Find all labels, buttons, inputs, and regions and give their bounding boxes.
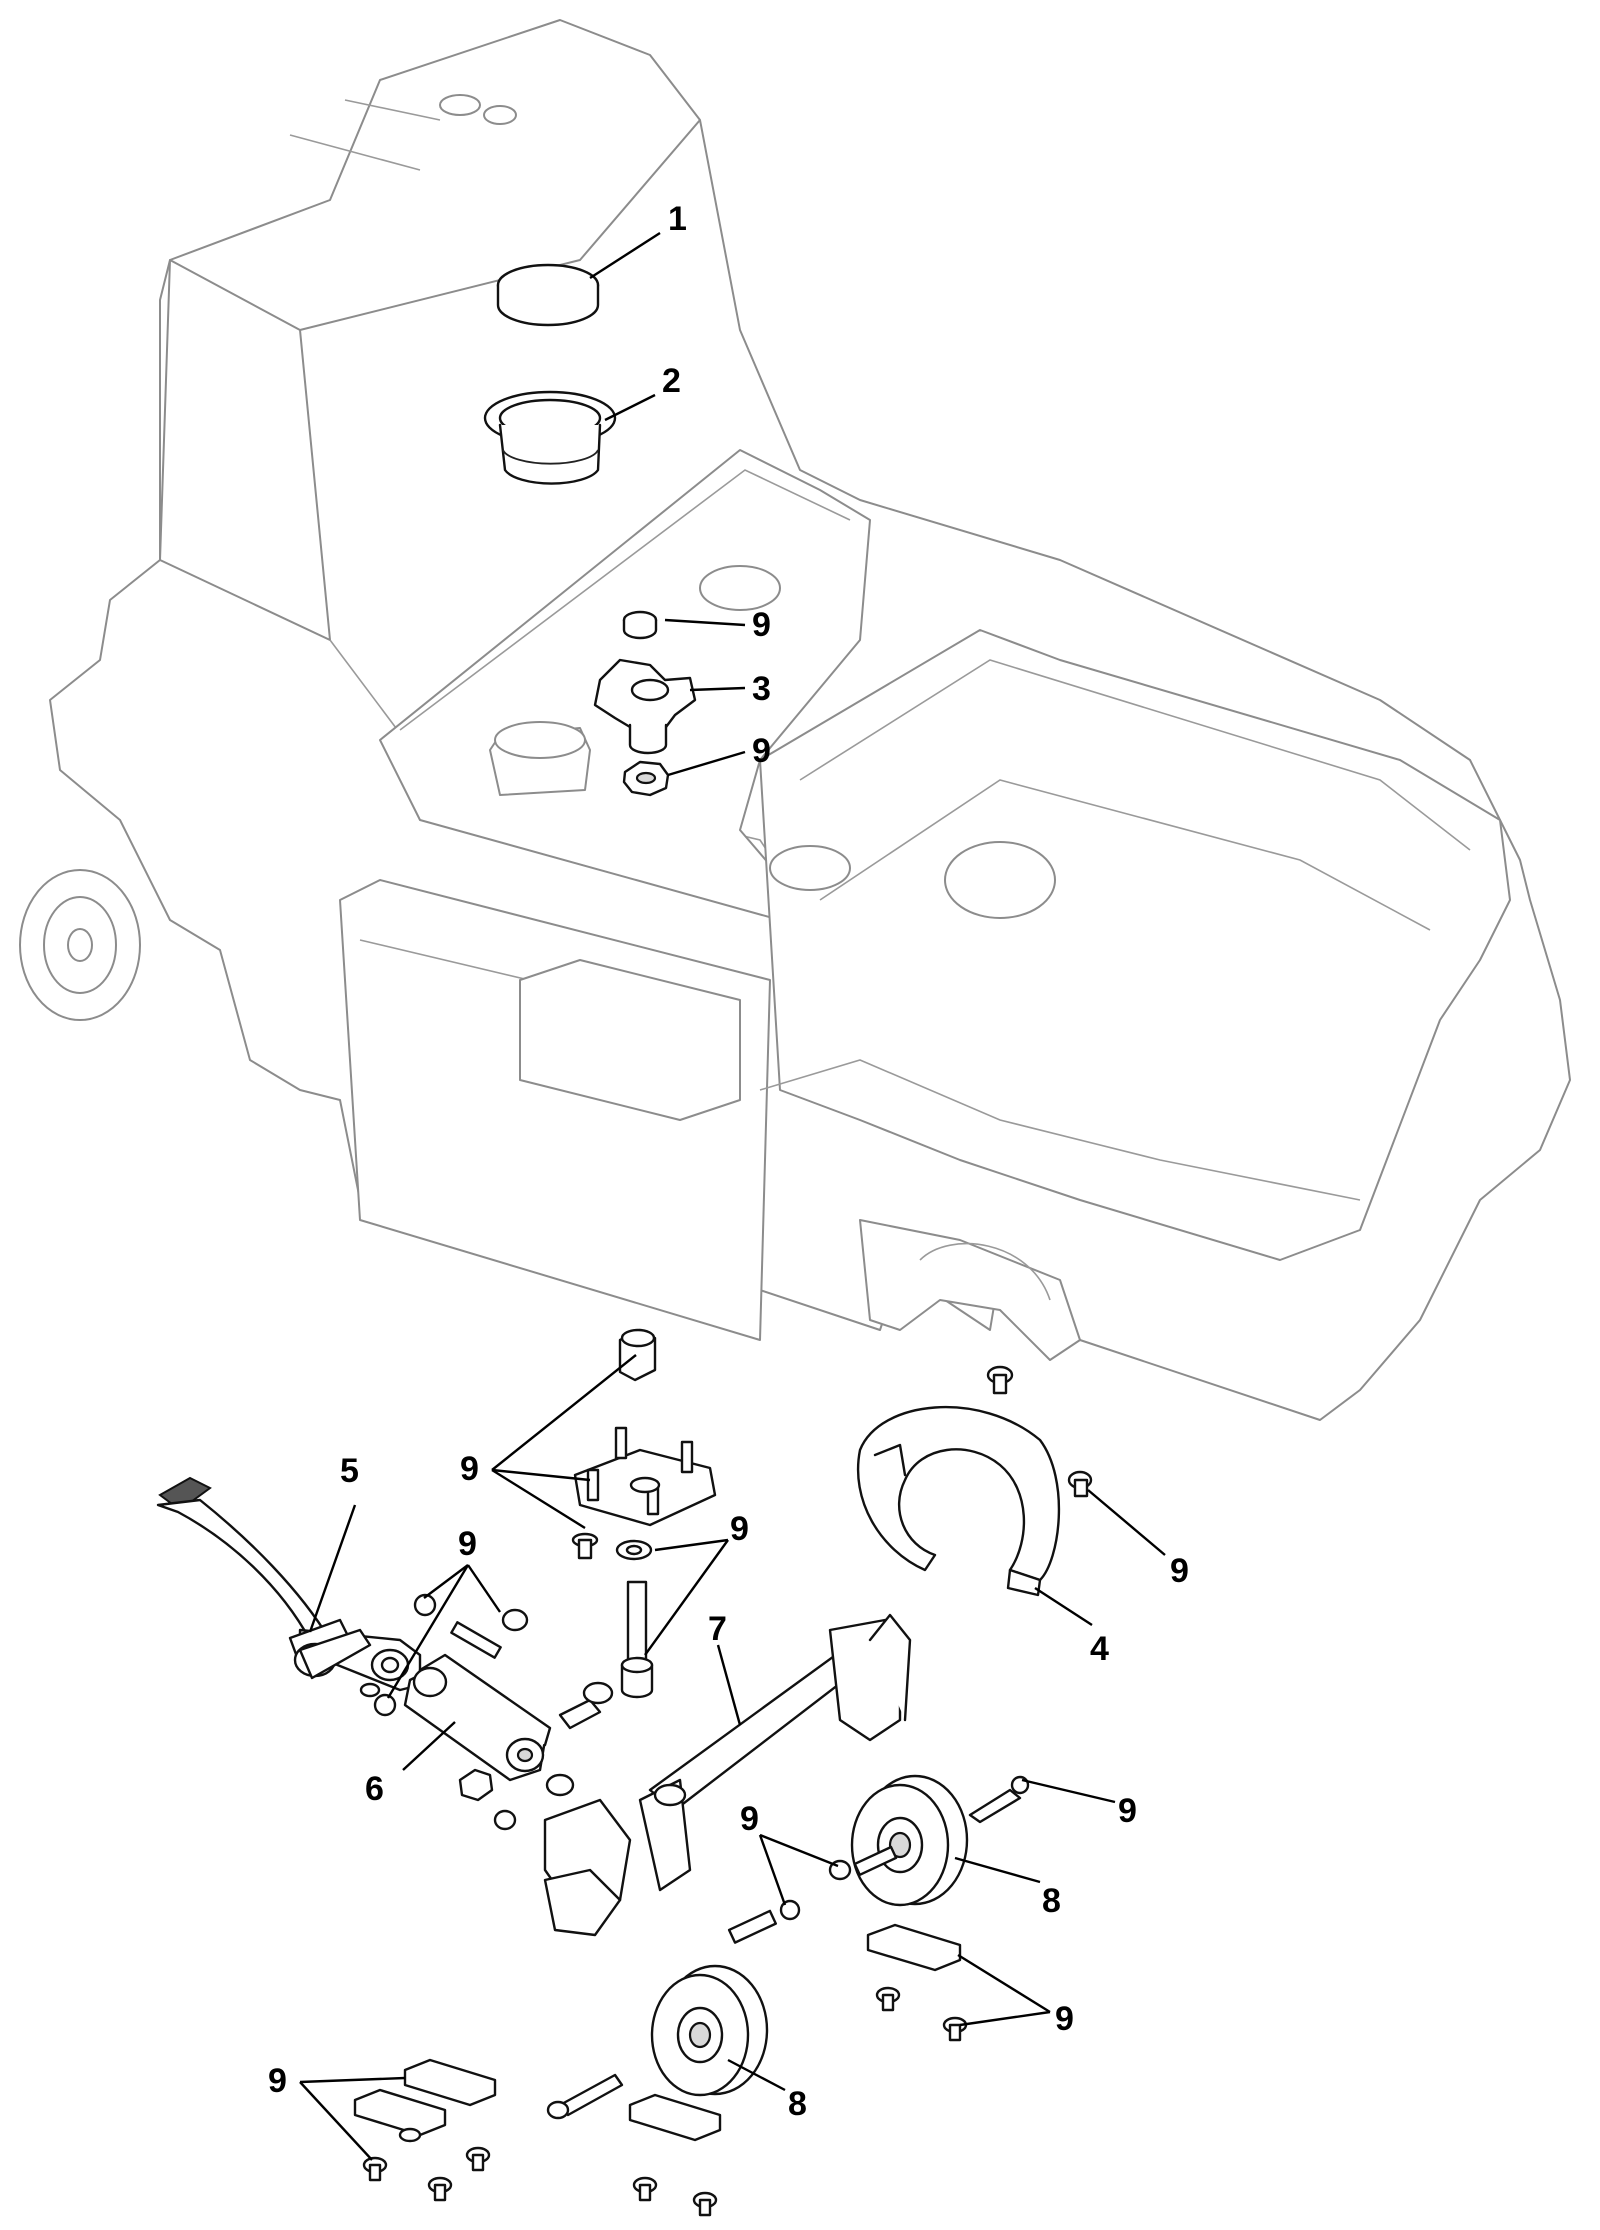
part-1-cap bbox=[496, 263, 600, 327]
part-9-pedal-fasteners bbox=[373, 1593, 529, 1717]
part-7-axle bbox=[543, 1613, 912, 1937]
part-9-long-bolt bbox=[620, 1580, 654, 1699]
part-9-hex-nut bbox=[618, 1328, 657, 1382]
callout-2: 2 bbox=[662, 362, 681, 400]
part-5-pedal-lever bbox=[156, 1476, 422, 1698]
callout-9b: 9 bbox=[752, 732, 771, 770]
callout-9f: 9 bbox=[1170, 1552, 1189, 1590]
callout-1: 1 bbox=[668, 200, 687, 238]
callout-9a: 9 bbox=[752, 606, 771, 644]
part-9-nut-top bbox=[622, 760, 670, 797]
callout-9c: 9 bbox=[460, 1450, 479, 1488]
part-3-knob bbox=[593, 658, 697, 755]
part-9-lower-pins bbox=[546, 1899, 801, 2120]
part-9-mount-plate bbox=[573, 1426, 717, 1527]
part-9-link-bolt bbox=[558, 1681, 614, 1730]
callout-8b: 8 bbox=[788, 2085, 807, 2123]
part-9-bolt-small bbox=[571, 1532, 599, 1560]
callout-4: 4 bbox=[1090, 1630, 1109, 1668]
part-8-wheel-lower bbox=[650, 1964, 769, 2097]
part-9-guard-bolts bbox=[986, 1365, 1093, 1498]
part-9-bracket-plates bbox=[353, 1923, 962, 2142]
callout-8a: 8 bbox=[1042, 1882, 1061, 1920]
callout-9d: 9 bbox=[458, 1525, 477, 1563]
part-9-washer bbox=[615, 1539, 653, 1561]
part-9-screws bbox=[362, 1986, 968, 2217]
callout-9j: 9 bbox=[268, 2062, 287, 2100]
part-9-plug bbox=[622, 610, 658, 640]
part-4-guard bbox=[856, 1405, 1061, 1597]
part-6-linkage bbox=[403, 1653, 552, 1782]
part-9-link-nuts bbox=[458, 1768, 575, 1831]
callouts: 1 2 9 3 9 9 5 9 9 9 4 7 6 9 9 8 9 8 9 bbox=[268, 200, 1189, 2123]
callout-3: 3 bbox=[752, 670, 771, 708]
part-8-wheel-upper bbox=[850, 1774, 969, 1907]
callout-9g: 9 bbox=[1118, 1792, 1137, 1830]
leader-lines bbox=[299, 231, 1166, 2161]
callout-9h: 9 bbox=[740, 1800, 759, 1838]
part-9-wheel-pins bbox=[828, 1775, 1030, 1881]
callout-9i: 9 bbox=[1055, 2000, 1074, 2038]
callout-9e: 9 bbox=[730, 1510, 749, 1548]
callout-5: 5 bbox=[340, 1452, 359, 1490]
callout-6: 6 bbox=[365, 1770, 384, 1808]
part-2-filler-ring bbox=[483, 390, 617, 485]
callout-7: 7 bbox=[708, 1610, 727, 1648]
machine-body bbox=[19, 19, 1571, 1421]
